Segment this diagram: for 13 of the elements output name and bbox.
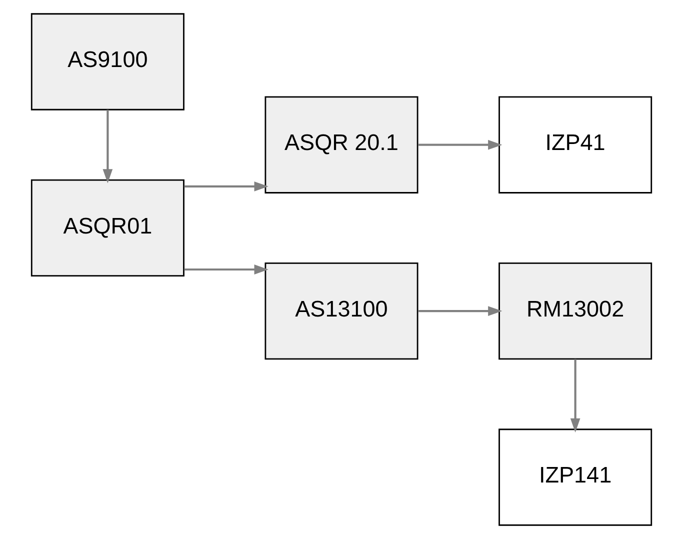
- node-box: IZP141: [498, 428, 652, 526]
- node-box: RM13002: [498, 262, 652, 360]
- arrow: [102, 110, 113, 184]
- arrow: [184, 264, 268, 274]
- node-box: AS13100: [264, 262, 418, 360]
- arrow: [184, 181, 268, 192]
- arrow: [570, 359, 580, 432]
- node-box: AS9100: [30, 13, 184, 110]
- arrow: [418, 140, 502, 150]
- arrow: [418, 306, 502, 316]
- node-box: IZP41: [498, 96, 652, 194]
- node-box: ASQR01: [30, 179, 184, 277]
- node-box: ASQR 20.1: [264, 96, 418, 194]
